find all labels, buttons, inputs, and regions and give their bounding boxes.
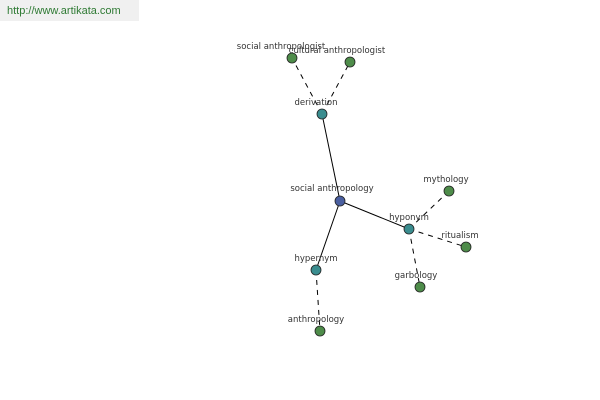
node-term-social-anthropologist[interactable] (286, 52, 298, 64)
node-label-hyponym: hyponym (389, 213, 429, 223)
node-term-garbology[interactable] (414, 281, 426, 293)
node-label-hypernym: hypernym (294, 254, 337, 264)
edge-center-derivation (321, 113, 341, 202)
node-term-anthropology[interactable] (314, 325, 326, 337)
graph-labels: social anthropology derivation hypernym hyp… (237, 42, 479, 325)
node-label-anthropology: anthropology (288, 315, 344, 325)
node-term-mythology[interactable] (443, 185, 455, 197)
edge-hyponym-mythology (408, 190, 450, 230)
node-relation-derivation[interactable] (316, 108, 328, 120)
edge-center-hyponym (339, 200, 410, 230)
node-label-center: social anthropology (290, 184, 373, 194)
node-label-garbology: garbology (395, 271, 438, 281)
edge-center-hypernym (315, 200, 341, 271)
node-label-ritualism: ritualism (441, 231, 478, 241)
graph-edges (291, 57, 467, 332)
graph-nodes (286, 52, 472, 337)
node-label-derivation: derivation (294, 98, 337, 108)
node-center[interactable] (334, 195, 346, 207)
edge-derivation-social-anthropologist (291, 57, 323, 115)
node-label-mythology: mythology (423, 175, 468, 185)
site-url-watermark: http://www.artikata.com (0, 0, 139, 21)
node-label-cultural-anthropologist: cultural anthropologist (289, 46, 386, 56)
node-relation-hyponym[interactable] (403, 223, 415, 235)
node-relation-hypernym[interactable] (310, 264, 322, 276)
node-term-cultural-anthropologist[interactable] (344, 56, 356, 68)
node-term-ritualism[interactable] (460, 241, 472, 253)
edge-hypernym-anthropology (315, 269, 321, 332)
node-label-social-anthropologist: social anthropologist (237, 42, 326, 52)
